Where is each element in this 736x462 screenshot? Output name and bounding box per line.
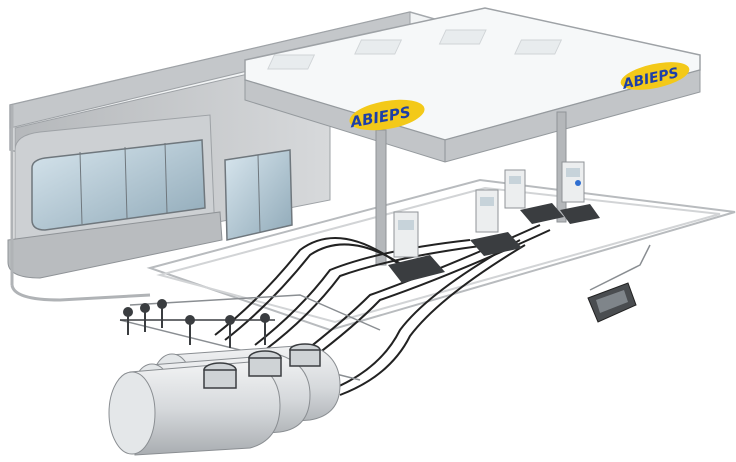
fuel-dispenser-icon <box>388 211 445 283</box>
shop-door <box>224 149 293 241</box>
canopy <box>244 7 701 266</box>
fuel-dispenser-icon <box>504 169 564 224</box>
canopy-column <box>375 129 387 266</box>
shop-window <box>31 139 206 231</box>
storage-tank-icon <box>108 361 281 456</box>
tank-manifold <box>120 299 275 348</box>
fuel-dispenser-icon <box>560 161 600 224</box>
fuel-dispenser-icon <box>470 189 522 256</box>
control-console-icon <box>587 282 637 323</box>
tank-sump <box>203 343 321 389</box>
